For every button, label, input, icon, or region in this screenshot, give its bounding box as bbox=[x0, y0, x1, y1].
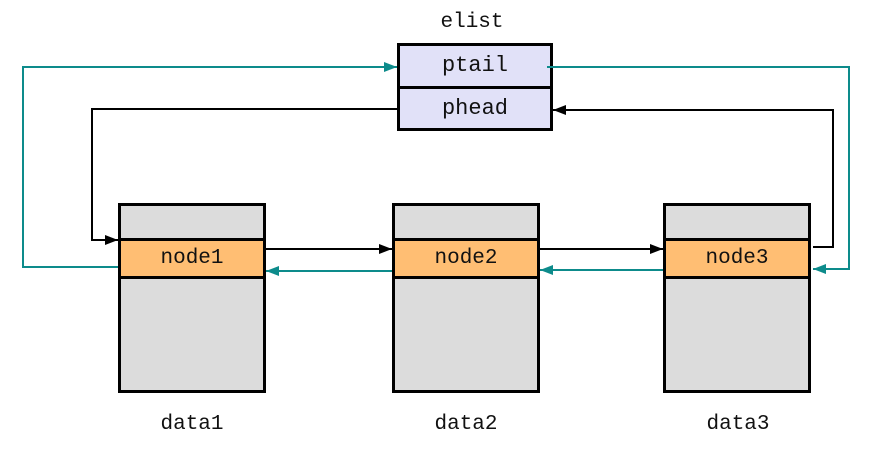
node2-data-field bbox=[395, 279, 537, 390]
ptail-cell: ptail bbox=[400, 46, 550, 89]
node2-prev-field bbox=[395, 206, 537, 238]
node2-label: node2 bbox=[434, 247, 498, 270]
node3-prev-field bbox=[666, 206, 808, 238]
node2-band: node2 bbox=[395, 238, 537, 279]
elist-title-label: elist bbox=[440, 11, 504, 34]
ptail-cell-label: ptail bbox=[441, 53, 508, 79]
node1-data-field bbox=[121, 279, 263, 390]
node1-prev-field bbox=[121, 206, 263, 238]
data1-label: data1 bbox=[160, 413, 224, 436]
data2-label: data2 bbox=[434, 413, 498, 436]
elist-box: ptail phead bbox=[397, 43, 553, 131]
node1-band: node1 bbox=[121, 238, 263, 279]
node3-box: node3 bbox=[663, 203, 811, 393]
phead-cell-label: phead bbox=[441, 95, 508, 121]
phead-cell: phead bbox=[400, 89, 550, 129]
node1-box: node1 bbox=[118, 203, 266, 393]
node1-label: node1 bbox=[160, 247, 224, 270]
node3-data-field bbox=[666, 279, 808, 390]
node3-band: node3 bbox=[666, 238, 808, 279]
node2-box: node2 bbox=[392, 203, 540, 393]
node3-label: node3 bbox=[705, 247, 769, 270]
data3-label: data3 bbox=[706, 413, 770, 436]
